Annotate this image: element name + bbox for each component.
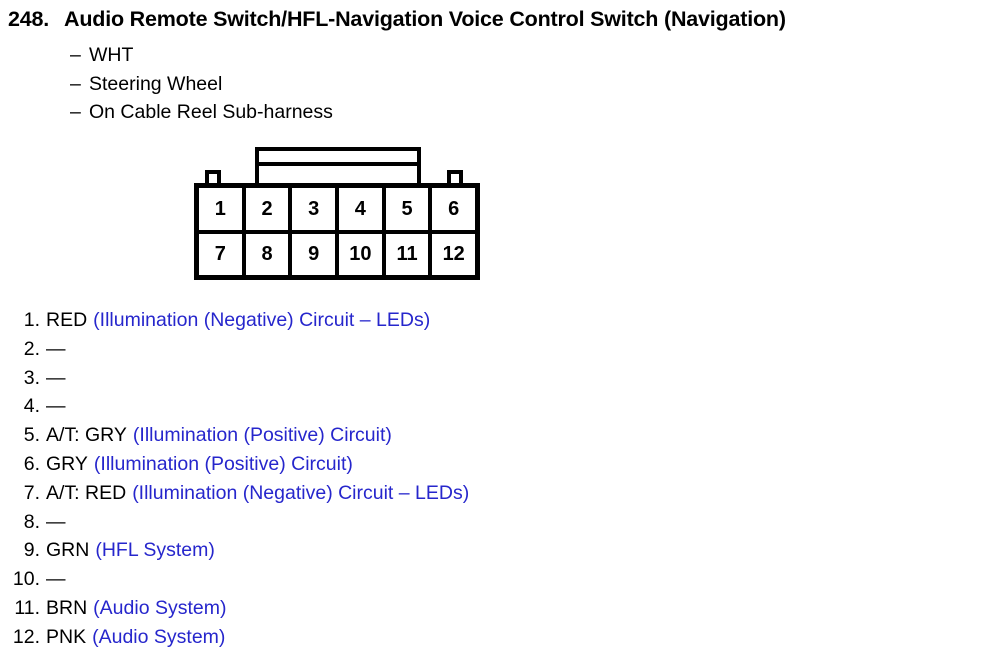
pin-wire-color: A/T: GRY — [46, 424, 127, 447]
pin-number: 5. — [23, 424, 40, 447]
pin-wire-color: GRY — [46, 452, 88, 475]
connector-pin-grid: 1 2 3 4 5 6 7 8 9 10 11 12 — [194, 183, 480, 280]
pin-list-item: 5. A/T: GRY(Illumination (Positive) Circu… — [0, 421, 982, 450]
pin-circuit-description: (Audio System) — [92, 625, 226, 648]
pin-wire-color: GRN — [46, 539, 90, 562]
pin-number: 3. — [23, 366, 40, 389]
pin-number: 9. — [23, 539, 40, 562]
pin-row-bottom: 7 8 9 10 11 12 — [199, 229, 475, 275]
pin-circuit-description: (Audio System) — [93, 596, 227, 619]
subtitle-list: –WHT –Steering Wheel –On Cable Reel Sub-… — [70, 41, 333, 127]
pin-number: 8. — [23, 510, 40, 533]
pin-cell-7: 7 — [199, 233, 246, 275]
pin-number: 4. — [23, 395, 40, 418]
pin-cell-9: 9 — [292, 233, 340, 275]
pin-circuit-description: (HFL System) — [95, 539, 215, 562]
pin-row-top: 1 2 3 4 5 6 — [199, 188, 475, 230]
pin-wire-color: PNK — [46, 625, 87, 648]
pin-number: 2. — [23, 337, 40, 360]
pin-cell-1: 1 — [199, 188, 246, 230]
subtitle-label: WHT — [89, 44, 134, 66]
pin-list-item: 11. BRN(Audio System) — [0, 594, 982, 623]
pin-wire-color: BRN — [46, 596, 88, 619]
pin-list-item: 6. GRY(Illumination (Positive) Circuit) — [0, 450, 982, 479]
pin-wire-color: — — [46, 366, 66, 389]
pin-list-item: 8. — — [0, 508, 982, 537]
pin-cell-11: 11 — [386, 233, 433, 275]
dash-icon: – — [70, 101, 81, 123]
subtitle-label: On Cable Reel Sub-harness — [89, 101, 333, 123]
pin-cell-3: 3 — [292, 188, 340, 230]
pin-list-item: 1. RED(Illumination (Negative) Circuit – … — [0, 306, 982, 335]
pin-wire-color: — — [46, 568, 66, 591]
pin-list-item: 7. A/T: RED(Illumination (Negative) Circu… — [0, 479, 982, 508]
subtitle-label: Steering Wheel — [89, 72, 223, 95]
pin-number: 7. — [23, 481, 40, 504]
pin-cell-4: 4 — [339, 188, 386, 230]
pin-circuit-description: (Illumination (Negative) Circuit – LEDs) — [132, 481, 470, 504]
entry-number: 248. — [8, 7, 50, 31]
pin-list-item: 9. GRN(HFL System) — [0, 536, 982, 565]
page-title: 248. Audio Remote Switch/HFL-Navigation V… — [8, 7, 786, 32]
dash-icon: – — [70, 44, 81, 66]
connector-latch-notch-left — [205, 170, 221, 187]
pin-circuit-description: (Illumination (Positive) Circuit) — [93, 452, 353, 475]
pin-cell-10: 10 — [339, 233, 386, 275]
pin-number: 12. — [12, 625, 40, 648]
connector-locking-tab — [255, 147, 421, 187]
pin-number: 1. — [23, 309, 40, 331]
pin-number: 6. — [23, 452, 40, 475]
subtitle-item-harness: –On Cable Reel Sub-harness — [70, 98, 333, 127]
connector-tab-divider-line — [259, 162, 417, 166]
pin-wire-color: — — [46, 395, 66, 418]
pin-wire-color: RED — [46, 309, 88, 331]
pin-list-item: 10. — — [0, 565, 982, 594]
pin-cell-5: 5 — [386, 188, 433, 230]
dash-icon: – — [70, 72, 81, 95]
entry-title: Audio Remote Switch/HFL-Navigation Voice… — [64, 7, 786, 31]
pin-list-item: 2. — — [0, 335, 982, 364]
subtitle-item-location: –Steering Wheel — [70, 70, 333, 99]
connector-diagram: 1 2 3 4 5 6 7 8 9 10 11 12 — [194, 144, 484, 284]
subtitle-item-wire-color: –WHT — [70, 41, 333, 70]
pin-cell-2: 2 — [246, 188, 293, 230]
pin-circuit-description: (Illumination (Positive) Circuit) — [132, 424, 392, 447]
pin-wire-color: — — [46, 337, 66, 360]
pin-circuit-description: (Illumination (Negative) Circuit – LEDs) — [93, 309, 431, 331]
pin-list-item: 3. — — [0, 364, 982, 393]
pin-list-item: 12. PNK(Audio System) — [0, 623, 982, 652]
pin-wire-color: A/T: RED — [46, 481, 127, 504]
pin-cell-8: 8 — [246, 233, 293, 275]
pin-wire-color: — — [46, 510, 66, 533]
pin-list-item: 4. — — [0, 392, 982, 421]
pin-number: 11. — [14, 596, 40, 619]
pin-cell-6: 6 — [448, 197, 460, 220]
pin-assignment-list: 1.RED(Illumination (Negative) Circuit – … — [0, 306, 982, 652]
pin-number: 10. — [12, 568, 40, 591]
pin-cell-12: 12 — [442, 243, 465, 266]
connector-latch-notch-right — [447, 170, 463, 187]
